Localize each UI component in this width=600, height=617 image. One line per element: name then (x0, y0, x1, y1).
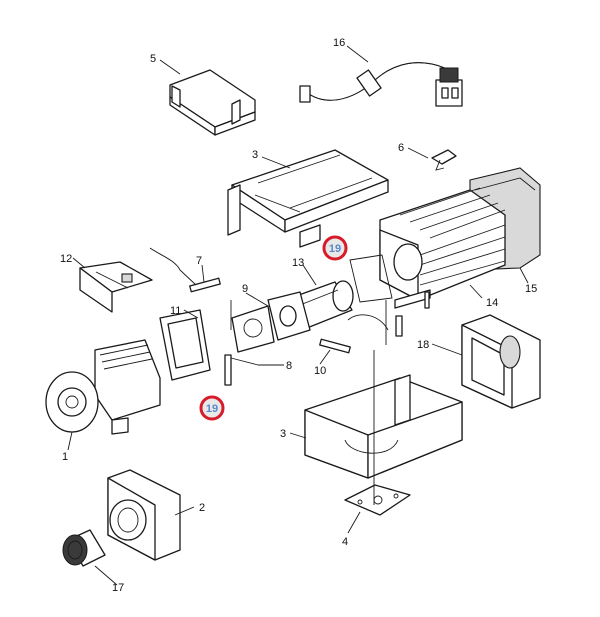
callout-6: 6 (398, 142, 404, 154)
part-2-intake-cover (107, 469, 181, 561)
part-18-outlet-cover (461, 314, 541, 409)
part-17-intake-silencer (62, 529, 106, 567)
callout-3-lower: 3 (280, 428, 286, 440)
part-9-burner-flange (231, 291, 311, 353)
part-11-gasket (159, 309, 211, 381)
callout-8: 8 (286, 360, 292, 372)
part-3-lower-tray (304, 374, 463, 479)
leader-lines (67, 45, 529, 586)
part-10-sensor (319, 314, 403, 354)
callout-1: 1 (62, 451, 68, 463)
part-16-wiring-harness (299, 62, 463, 107)
callout-17: 17 (112, 582, 124, 594)
callout-5: 5 (150, 53, 156, 65)
part-5-cover-bracket (169, 69, 256, 136)
callout-3-upper: 3 (252, 149, 258, 161)
part-1-blower-motor (45, 339, 161, 435)
part-14-heat-exchanger (379, 187, 506, 309)
callout-9: 9 (242, 283, 248, 295)
part-19-gasket-upper (349, 254, 393, 303)
callout-15: 15 (525, 283, 537, 295)
badge-19-upper-label: 19 (329, 243, 341, 255)
part-3-upper-housing (227, 149, 389, 248)
part-4-base-plate (344, 484, 411, 516)
part-12-control-unit (79, 261, 153, 313)
part-6-clip (431, 149, 457, 171)
part-8-glow-plug (224, 354, 259, 386)
badge-19-lower-label: 19 (206, 403, 218, 415)
callout-18: 18 (417, 339, 429, 351)
callout-4: 4 (342, 536, 348, 548)
callout-7: 7 (196, 255, 202, 267)
highlight-badge-19-upper[interactable]: 19 (322, 235, 348, 261)
callout-2: 2 (199, 502, 205, 514)
callout-11: 11 (170, 305, 181, 317)
highlight-badge-19-lower[interactable]: 19 (199, 395, 225, 421)
callout-12: 12 (60, 253, 72, 265)
part-7-sensor-wire (149, 247, 221, 293)
callout-labels: 1 2 3 3 4 5 6 7 8 9 10 11 12 13 14 15 16… (60, 37, 537, 594)
callout-10: 10 (314, 365, 326, 377)
callout-16: 16 (333, 37, 345, 49)
callout-14: 14 (486, 297, 498, 309)
callout-13: 13 (292, 257, 304, 269)
